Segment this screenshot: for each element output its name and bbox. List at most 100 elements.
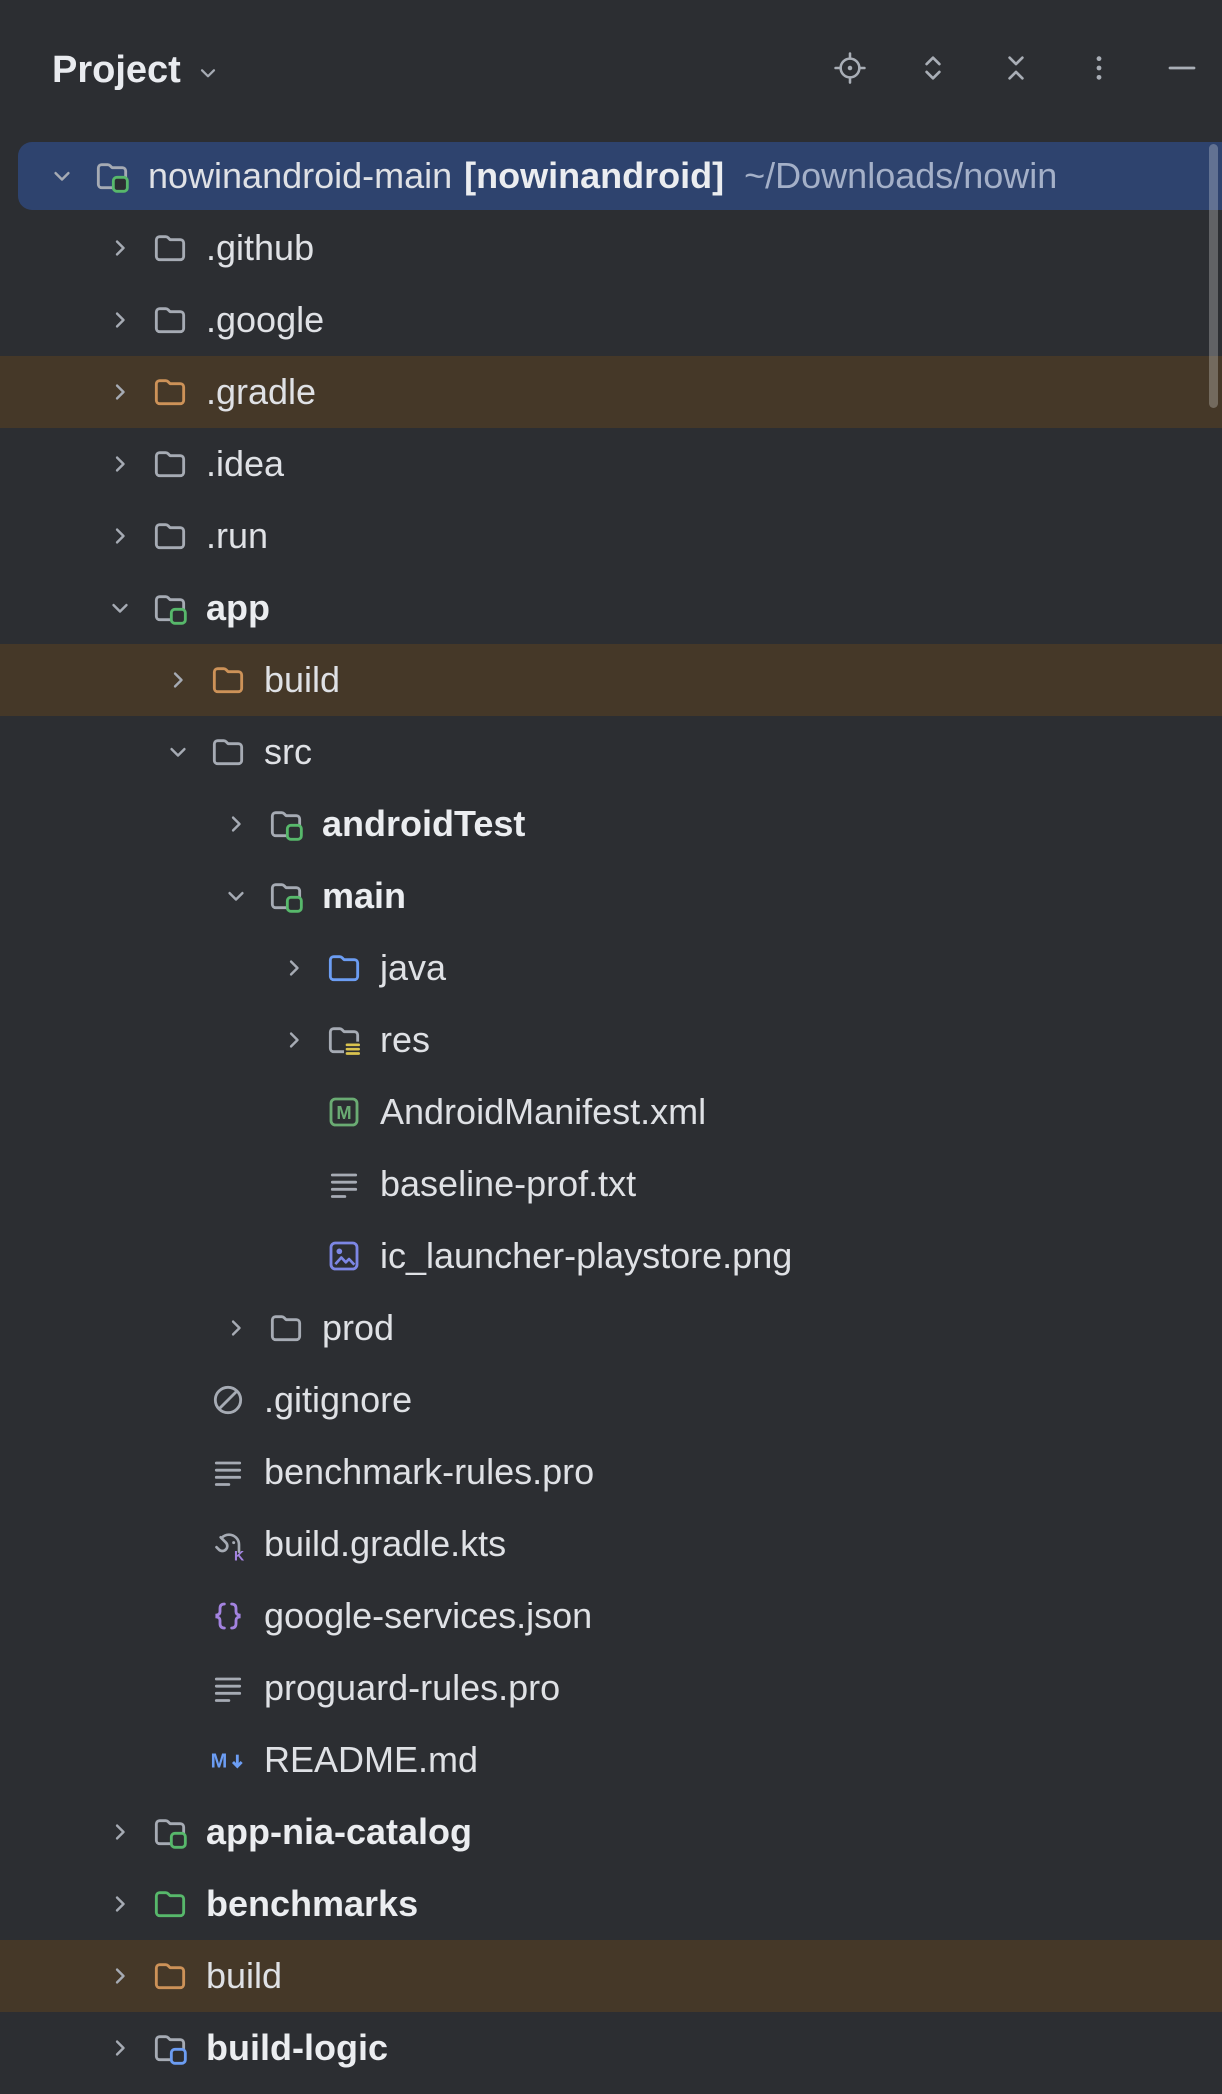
indent-spacer	[268, 1076, 320, 1148]
tree-item-java[interactable]: java	[0, 932, 1222, 1004]
chevron-down-icon[interactable]	[210, 860, 262, 932]
tree-item-label: .run	[206, 515, 269, 556]
chevron-right-icon[interactable]	[94, 1868, 146, 1940]
tree-item-label: benchmark-rules.pro	[264, 1451, 595, 1492]
chevron-down-icon[interactable]	[36, 140, 88, 212]
collapse-all-button[interactable]	[996, 48, 1036, 92]
tree-item-ic-launcher-playstore-png[interactable]: ic_launcher-playstore.png	[0, 1220, 1222, 1292]
tree-item-label: prod	[322, 1307, 395, 1348]
indent-spacer	[152, 1508, 204, 1580]
expand-all-icon	[916, 51, 950, 90]
tree-item-baseline-prof-txt[interactable]: baseline-prof.txt	[0, 1148, 1222, 1220]
tree-item-benchmarks[interactable]: benchmarks	[0, 1868, 1222, 1940]
tree-item-label: main	[322, 875, 407, 916]
tree-item-google[interactable]: .google	[0, 284, 1222, 356]
gradle-kts-icon: K	[204, 1508, 252, 1580]
chevron-right-icon[interactable]	[94, 1940, 146, 2012]
tree-item-label: .gitignore	[264, 1379, 413, 1420]
tree-item-app[interactable]: app	[0, 572, 1222, 644]
tree-item-androidtest[interactable]: androidTest	[0, 788, 1222, 860]
folder-resources-icon	[320, 1004, 368, 1076]
tree-item-github[interactable]: .github	[0, 212, 1222, 284]
tree-item-benchmark-rules-pro[interactable]: benchmark-rules.pro	[0, 1436, 1222, 1508]
chevron-right-icon[interactable]	[94, 1796, 146, 1868]
chevron-right-icon[interactable]	[94, 284, 146, 356]
tree-item-label: build-logic	[206, 2027, 388, 2068]
tree-item-run[interactable]: .run	[0, 500, 1222, 572]
folder-module-green-icon	[262, 860, 310, 932]
tree-item-build[interactable]: build	[0, 644, 1222, 716]
text-file-icon	[204, 1652, 252, 1724]
header-toolbar	[830, 48, 1202, 92]
svg-text:M: M	[211, 1750, 228, 1772]
folder-excluded-icon	[204, 644, 252, 716]
indent-spacer	[152, 1652, 204, 1724]
indent-spacer	[152, 1364, 204, 1436]
tree-item-google-services-json[interactable]: google-services.json	[0, 1580, 1222, 1652]
scrollbar-thumb[interactable]	[1209, 144, 1218, 408]
svg-text:M: M	[336, 1102, 351, 1123]
tree-item-gitignore[interactable]: .gitignore	[0, 1364, 1222, 1436]
folder-icon	[146, 212, 194, 284]
chevron-right-icon[interactable]	[94, 356, 146, 428]
chevron-right-icon[interactable]	[94, 500, 146, 572]
tree-item-app-nia-catalog[interactable]: app-nia-catalog	[0, 1796, 1222, 1868]
tree-item-label: androidTest	[322, 803, 526, 844]
tree-item-nowinandroid-main[interactable]: nowinandroid-main[nowinandroid]~/Downloa…	[0, 140, 1222, 212]
view-selector-label: Project	[52, 48, 181, 91]
tree-item-build[interactable]: build	[0, 1940, 1222, 2012]
folder-icon	[262, 1292, 310, 1364]
tree-item-prod[interactable]: prod	[0, 1292, 1222, 1364]
tree-item-label: build.gradle.kts	[264, 1523, 507, 1564]
chevron-right-icon[interactable]	[210, 788, 262, 860]
text-file-icon	[204, 1436, 252, 1508]
tree-item-label: proguard-rules.pro	[264, 1667, 561, 1708]
tree-item-label: .github	[206, 227, 315, 268]
image-file-icon	[320, 1220, 368, 1292]
chevron-right-icon[interactable]	[94, 212, 146, 284]
tree-item-build-logic[interactable]: build-logic	[0, 2012, 1222, 2084]
tree-item-label: nowinandroid-main	[148, 155, 453, 196]
tree-item-proguard-rules-pro[interactable]: proguard-rules.pro	[0, 1652, 1222, 1724]
tree-item-label: .idea	[206, 443, 285, 484]
minimize-icon	[1163, 51, 1201, 90]
chevron-down-icon[interactable]	[94, 572, 146, 644]
folder-module-blue-icon	[146, 2012, 194, 2084]
chevron-right-icon[interactable]	[152, 644, 204, 716]
chevron-down-icon[interactable]	[152, 716, 204, 788]
indent-spacer	[152, 1580, 204, 1652]
chevron-right-icon[interactable]	[268, 932, 320, 1004]
tree-item-idea[interactable]: .idea	[0, 428, 1222, 500]
more-options-button[interactable]	[1079, 48, 1119, 92]
indent-spacer	[268, 1148, 320, 1220]
ignored-file-icon	[204, 1364, 252, 1436]
tool-window-header: Project	[0, 0, 1222, 140]
tree-item-src[interactable]: src	[0, 716, 1222, 788]
hide-tool-window-button[interactable]	[1162, 48, 1202, 92]
tree-item-res[interactable]: res	[0, 1004, 1222, 1076]
project-view-selector[interactable]: Project	[52, 49, 221, 92]
chevron-right-icon[interactable]	[210, 1292, 262, 1364]
select-opened-file-button[interactable]	[830, 48, 870, 92]
folder-icon	[146, 284, 194, 356]
locate-target-icon	[833, 51, 867, 90]
indent-spacer	[152, 1724, 204, 1796]
chevron-right-icon[interactable]	[268, 1004, 320, 1076]
indent-spacer	[152, 1436, 204, 1508]
expand-all-button[interactable]	[913, 48, 953, 92]
tree-item-gradle[interactable]: .gradle	[0, 356, 1222, 428]
folder-icon	[146, 428, 194, 500]
chevron-right-icon[interactable]	[94, 2012, 146, 2084]
folder-excluded-icon	[146, 1940, 194, 2012]
kebab-menu-icon	[1082, 51, 1116, 90]
indent-spacer	[268, 1220, 320, 1292]
tree-item-label: google-services.json	[264, 1595, 593, 1636]
chevron-right-icon[interactable]	[94, 428, 146, 500]
tree-item-path: ~/Downloads/nowin	[744, 155, 1058, 196]
folder-module-green-icon	[88, 140, 136, 212]
tree-item-main[interactable]: main	[0, 860, 1222, 932]
